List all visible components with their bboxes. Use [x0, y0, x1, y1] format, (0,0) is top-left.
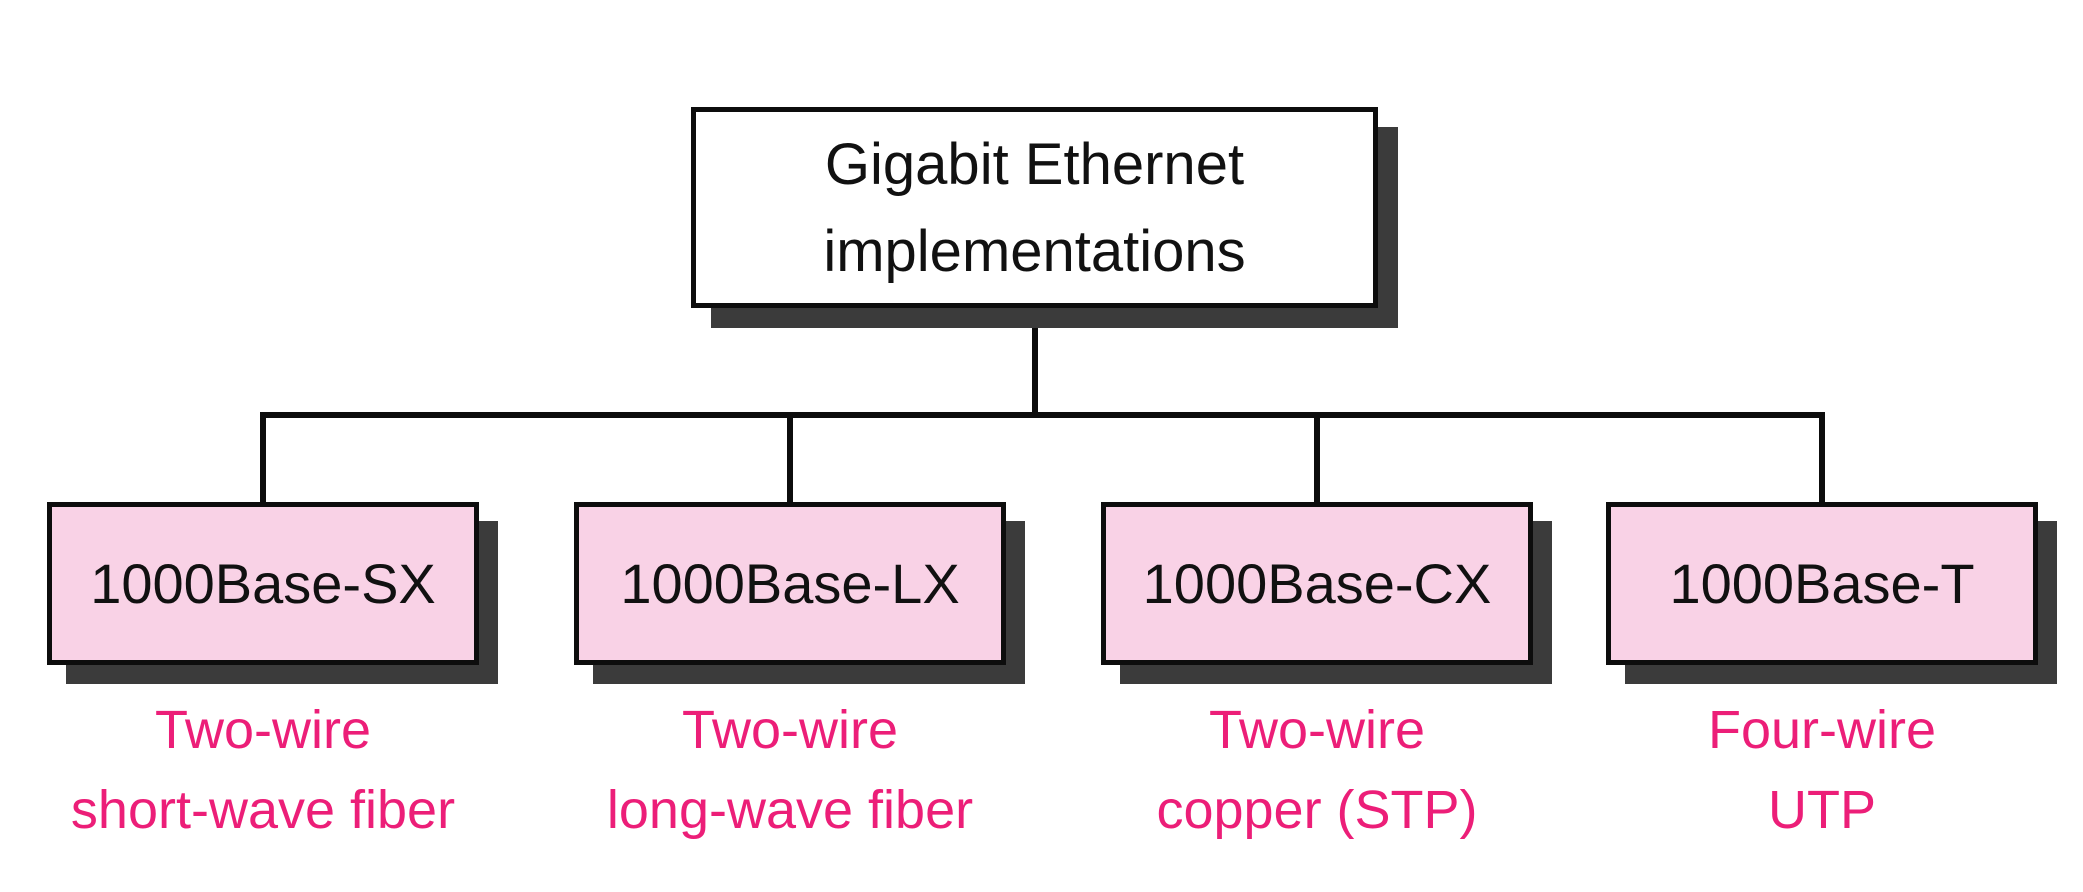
root-node-label: Gigabit Ethernet implementations [823, 131, 1246, 284]
node-label: 1000Base-CX [1142, 552, 1492, 615]
node-1000base-cx: 1000Base-CX [1101, 502, 1533, 665]
caption-1000base-t: Four-wire UTP [1707, 700, 1937, 840]
caption-1000base-lx: Two-wire long-wave fiber [606, 700, 974, 840]
node-label: 1000Base-SX [90, 552, 436, 615]
caption-1000base-cx: Two-wire copper (STP) [1156, 700, 1478, 840]
connector-stub-1000base-cx [1314, 412, 1320, 504]
node-label: 1000Base-LX [620, 552, 960, 615]
root-node-gigabit-ethernet: Gigabit Ethernet implementations [691, 107, 1378, 308]
connector-stub-1000base-sx [260, 412, 266, 504]
node-1000base-lx: 1000Base-LX [574, 502, 1006, 665]
caption-1000base-sx: Two-wire short-wave fiber [70, 700, 456, 840]
connector-horizontal-bus [260, 412, 1825, 418]
node-1000base-t: 1000Base-T [1606, 502, 2038, 665]
connector-root-stub [1032, 305, 1038, 415]
connector-stub-1000base-lx [787, 412, 793, 504]
node-1000base-sx: 1000Base-SX [47, 502, 479, 665]
connector-stub-1000base-t [1819, 412, 1825, 504]
node-label: 1000Base-T [1669, 552, 1975, 615]
